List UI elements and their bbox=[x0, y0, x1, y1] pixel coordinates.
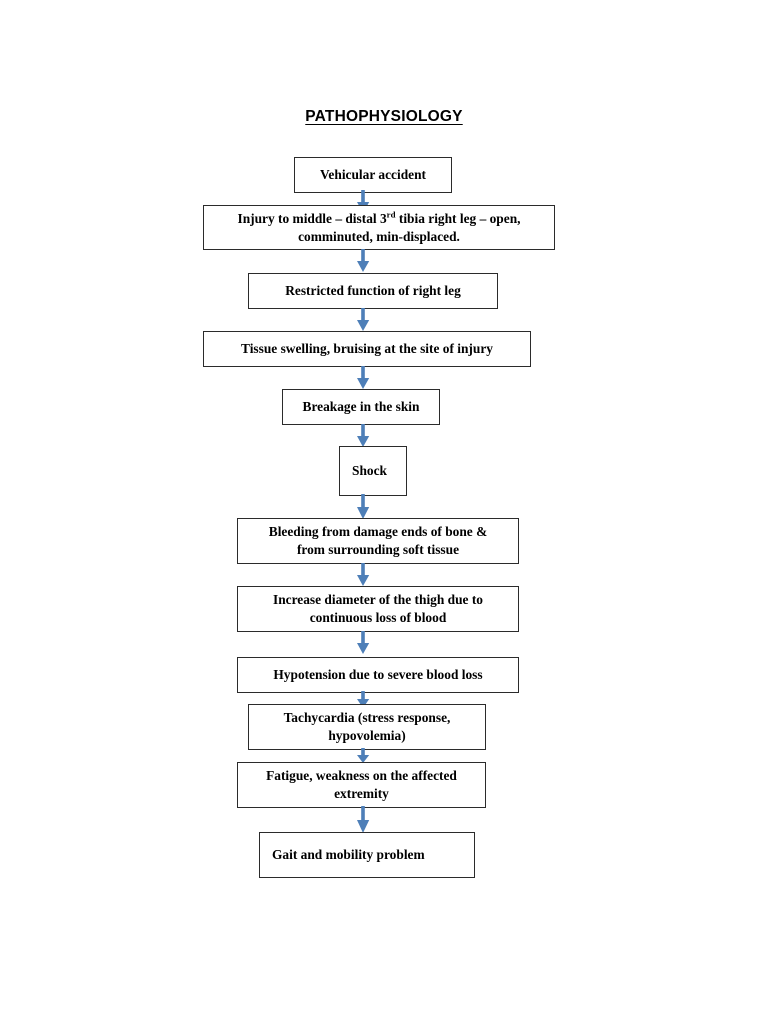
flow-node-restricted-function[interactable]: Restricted function of right leg bbox=[248, 273, 498, 309]
flow-arrow-3 bbox=[352, 308, 374, 332]
flow-arrow-7 bbox=[352, 563, 374, 587]
flow-node-label: Shock bbox=[352, 463, 387, 479]
flow-node-label: Bleeding from damage ends of bone &from … bbox=[268, 524, 488, 557]
flow-arrow-2 bbox=[352, 249, 374, 273]
flow-node-label: Restricted function of right leg bbox=[285, 283, 461, 299]
flow-node-gait-mobility[interactable]: Gait and mobility problem bbox=[259, 832, 475, 878]
flow-node-label: Tissue swelling, bruising at the site of… bbox=[241, 341, 493, 357]
flow-node-label: Vehicular accident bbox=[319, 167, 426, 183]
flow-node-tissue-swelling[interactable]: Tissue swelling, bruising at the site of… bbox=[203, 331, 531, 367]
flow-node-vehicular-accident[interactable]: Vehicular accident bbox=[294, 157, 452, 193]
flow-node-bleeding[interactable]: Bleeding from damage ends of bone &from … bbox=[237, 518, 519, 564]
flow-arrow-5 bbox=[352, 424, 374, 448]
flow-node-label: Breakage in the skin bbox=[302, 399, 420, 415]
flow-node-label: Gait and mobility problem bbox=[272, 847, 425, 863]
flow-arrow-11 bbox=[352, 806, 374, 834]
flow-node-injury-tibia[interactable]: Injury to middle – distal 3rd tibia righ… bbox=[203, 205, 555, 250]
flow-node-label: Injury to middle – distal 3rd tibia righ… bbox=[237, 209, 521, 244]
page-title: PATHOPHYSIOLOGY bbox=[305, 108, 463, 125]
flow-node-label: Tachycardia (stress response,hypovolemia… bbox=[283, 710, 451, 743]
flow-arrow-6 bbox=[352, 494, 374, 520]
flow-node-hypotension[interactable]: Hypotension due to severe blood loss bbox=[237, 657, 519, 693]
flow-arrow-4 bbox=[352, 366, 374, 390]
flow-node-label: Hypotension due to severe blood loss bbox=[273, 667, 483, 683]
flow-arrow-8 bbox=[352, 631, 374, 655]
ordinal-suffix: rd bbox=[386, 209, 396, 220]
flow-node-breakage-skin[interactable]: Breakage in the skin bbox=[282, 389, 440, 425]
flow-node-tachycardia[interactable]: Tachycardia (stress response,hypovolemia… bbox=[248, 704, 486, 750]
flow-node-shock[interactable]: Shock bbox=[339, 446, 407, 496]
